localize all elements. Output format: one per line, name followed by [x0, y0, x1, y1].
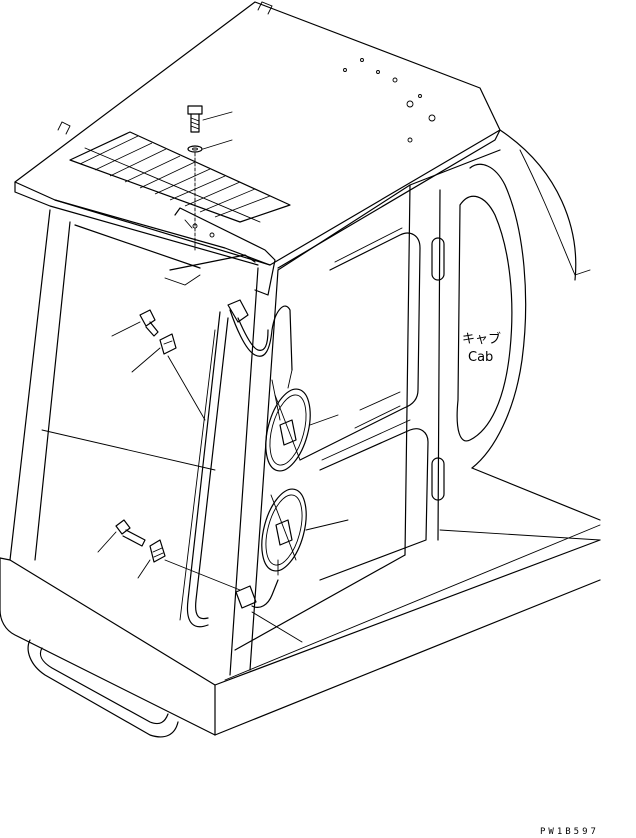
clamp-lower	[137, 539, 241, 591]
drawing-code: PW1B597	[540, 827, 599, 837]
bracket-lower	[235, 585, 303, 643]
screw-lower	[97, 519, 146, 553]
lower-disk	[261, 488, 349, 576]
roof-vent-panel	[69, 131, 291, 223]
roof-holes	[343, 58, 436, 143]
mounting-bracket	[164, 207, 276, 296]
cab-body	[0, 129, 601, 738]
screw-upper	[111, 309, 159, 337]
clamp-upper	[131, 333, 206, 421]
wiring-harness	[179, 299, 293, 628]
cab-label-en: Cab	[468, 350, 493, 365]
bolt-and-washer	[187, 105, 233, 251]
cab-roof	[14, 1, 501, 269]
cab-label-jp: キャブ	[462, 331, 501, 347]
upper-disk	[265, 369, 339, 472]
